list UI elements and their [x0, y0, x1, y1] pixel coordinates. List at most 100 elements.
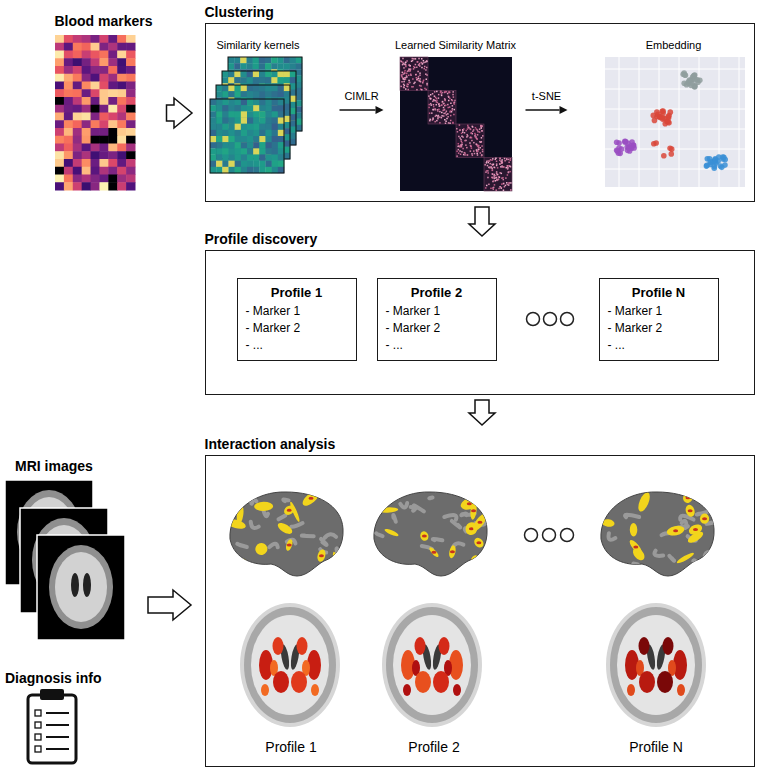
clipboard-icon [28, 689, 76, 763]
heatmap-cell [82, 113, 91, 121]
heatmap-cell [91, 175, 100, 183]
matrix-dot [445, 91, 447, 93]
matrix-dot [445, 120, 447, 122]
matrix-dot [438, 103, 440, 105]
matrix-dot [499, 160, 501, 162]
activation-blob [276, 521, 294, 536]
activation-core [431, 551, 436, 554]
kernel-cell [284, 63, 290, 69]
kernel-cell [228, 57, 234, 63]
gyrus [249, 491, 256, 495]
matrix-dot [493, 180, 495, 182]
matrix-dot [460, 145, 462, 147]
heatmap-cell [99, 74, 108, 82]
matrix-dot [442, 101, 444, 103]
matrix-dot [478, 145, 480, 147]
heatmap-cell [126, 120, 135, 128]
matrix-dot [506, 182, 508, 184]
matrix-dot [499, 177, 501, 179]
matrix-dot [434, 121, 436, 123]
matrix-dot [447, 93, 449, 95]
matrix-dot [426, 78, 428, 80]
heatmap-cell [73, 97, 82, 105]
heatmap-cell [91, 105, 100, 113]
kernel-cell [241, 111, 247, 117]
kernel-cell [272, 155, 278, 161]
matrix-dot [401, 75, 403, 77]
matrix-dot [481, 130, 483, 132]
kernel-cell [253, 124, 259, 130]
matrix-block [428, 91, 456, 125]
matrix-dot [490, 159, 492, 161]
marker-item: - Marker 2 [608, 320, 663, 337]
kernel-cell [247, 118, 253, 124]
kernel-cell [216, 91, 222, 97]
matrix-dot [446, 118, 448, 120]
kernel-cell [235, 91, 241, 97]
heatmap-cell [108, 136, 117, 144]
matrix-dot [440, 91, 442, 93]
matrix-dot [498, 179, 500, 181]
matrix-dot [429, 112, 431, 114]
kernel-cell [210, 167, 216, 173]
matrix-dot [449, 106, 451, 108]
activation-core [471, 509, 476, 512]
matrix-dot [464, 132, 466, 134]
axial-slice [240, 603, 340, 727]
kernel-cell [235, 142, 241, 148]
heatmap-cell [73, 74, 82, 82]
kernel-cell [290, 102, 296, 108]
kernel-cell [296, 57, 302, 63]
matrix-dot [503, 166, 505, 168]
kernel-cell [210, 136, 216, 142]
kernel-cell [278, 105, 284, 111]
check-box [35, 722, 41, 728]
matrix-dot [438, 115, 440, 117]
kernel-cell [296, 125, 302, 131]
kernel-border [228, 57, 302, 131]
matrix-dot [419, 85, 421, 87]
grid-line [605, 89, 745, 90]
heatmap-cell [55, 167, 64, 175]
matrix-dot [451, 111, 453, 113]
matrix-dot [495, 177, 497, 179]
matrix-dot [404, 79, 406, 81]
kernel-cell [222, 167, 228, 173]
embedding-point [711, 166, 717, 172]
matrix-dot [434, 91, 436, 93]
kernel-cell [210, 124, 216, 130]
matrix-dot [419, 72, 421, 74]
heatmap-cell [108, 66, 117, 74]
kernel-cell [265, 63, 271, 69]
heatmap-cell [91, 43, 100, 51]
marker-item: - Marker 1 [246, 303, 301, 320]
kernel-cell [210, 161, 216, 167]
matrix-dot [480, 127, 482, 129]
skull [382, 603, 482, 727]
heatmap-cell [99, 58, 108, 66]
matrix-dot [472, 126, 474, 128]
matrix-dot [409, 65, 411, 67]
kernel-cell [278, 161, 284, 167]
matrix-dot [449, 98, 451, 100]
matrix-dot [494, 178, 496, 180]
matrix-dot [510, 166, 512, 168]
kernel-cell [278, 111, 284, 117]
kernel-cell [247, 136, 253, 142]
heatmap-cell [82, 167, 91, 175]
matrix-dot [489, 167, 491, 169]
gyrus [411, 507, 415, 511]
marker-item: - ... [608, 337, 625, 354]
skull [240, 603, 340, 727]
activation-blob [472, 536, 485, 549]
activation-blob [686, 529, 705, 544]
activation-blob [289, 501, 301, 523]
matrix-dot [460, 146, 462, 148]
kernel-cell [272, 124, 278, 130]
heatmap-cell [99, 35, 108, 43]
heatmap-cell [55, 66, 64, 74]
heatmap-cell [117, 113, 126, 121]
matrix-dot [458, 149, 460, 151]
heatmap-cell [117, 144, 126, 152]
kernel-cell [272, 99, 278, 105]
